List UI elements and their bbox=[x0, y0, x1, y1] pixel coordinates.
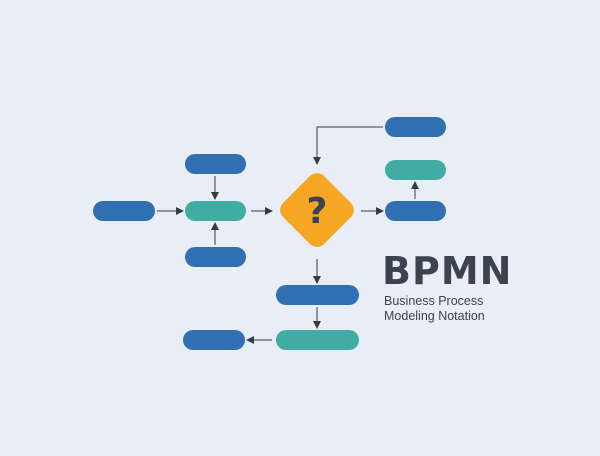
diagram-title: BPMN bbox=[382, 249, 512, 293]
arrow-right-top-to-gateway bbox=[313, 126, 383, 165]
task-right-lower bbox=[385, 201, 446, 221]
task-bottom-left bbox=[183, 330, 245, 350]
task-right-middle bbox=[385, 160, 446, 180]
task-down-teal bbox=[276, 330, 359, 350]
gateway-symbol: ? bbox=[307, 191, 328, 232]
task-right-top bbox=[385, 117, 446, 137]
task-bottom bbox=[185, 247, 246, 267]
task-left-input bbox=[93, 201, 155, 221]
diagram-subtitle-line2: Modeling Notation bbox=[384, 309, 485, 323]
diagram-subtitle-line1: Business Process bbox=[384, 294, 483, 308]
task-down-blue bbox=[276, 285, 359, 305]
task-merge bbox=[185, 201, 246, 221]
task-top bbox=[185, 154, 246, 174]
gateway-diamond bbox=[280, 173, 354, 247]
